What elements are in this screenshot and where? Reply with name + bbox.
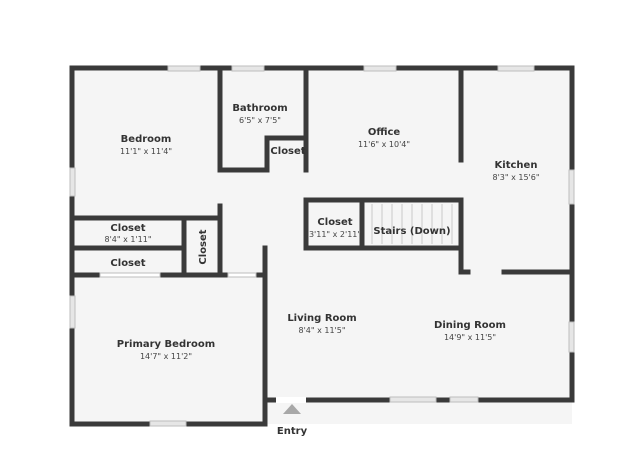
room-name-primary-bedroom: Primary Bedroom xyxy=(117,339,215,350)
window xyxy=(389,396,437,403)
window xyxy=(149,420,187,427)
entry-door-gap xyxy=(276,397,306,403)
label-lower-closet: Closet xyxy=(110,258,145,269)
window xyxy=(568,169,575,205)
room-name-small-closet: Closet xyxy=(317,217,352,228)
window xyxy=(363,65,397,72)
room-dims-bedroom-closet: 8'4" x 1'11" xyxy=(104,235,151,244)
label-stairs: Stairs (Down) xyxy=(373,226,450,237)
room-dims-kitchen: 8'3" x 15'6" xyxy=(492,173,539,182)
room-dims-bathroom: 6'5" x 7'5" xyxy=(239,116,281,125)
room-name-dining-room: Dining Room xyxy=(434,320,506,331)
room-dims-dining-room: 14'9" x 11'5" xyxy=(444,333,496,342)
window xyxy=(568,321,575,353)
room-dims-bedroom: 11'1" x 11'4" xyxy=(120,147,172,156)
label-bath-closet: Closet xyxy=(270,146,305,157)
room-dims-small-closet: 3'11" x 2'11" xyxy=(309,230,361,239)
window xyxy=(69,295,76,329)
stair-treads xyxy=(371,204,453,244)
room-name-office: Office xyxy=(368,127,401,138)
walls xyxy=(69,65,575,427)
room-name-bedroom-closet: Closet xyxy=(110,223,145,234)
window xyxy=(167,65,201,72)
label-vertical-closet: Closet xyxy=(198,229,209,264)
room-dims-living-room: 8'4" x 11'5" xyxy=(298,326,345,335)
window xyxy=(99,272,161,278)
window xyxy=(69,167,76,197)
room-name-kitchen: Kitchen xyxy=(495,160,538,171)
room-dims-primary-bedroom: 14'7" x 11'2" xyxy=(140,352,192,361)
entry-arrow-icon xyxy=(283,404,301,414)
window xyxy=(231,65,265,72)
windows xyxy=(69,65,575,427)
room-dims-office: 11'6" x 10'4" xyxy=(358,140,410,149)
window xyxy=(497,65,535,72)
label-entry: Entry xyxy=(277,426,308,437)
room-name-bathroom: Bathroom xyxy=(232,103,287,114)
window xyxy=(449,396,479,403)
room-name-living-room: Living Room xyxy=(287,313,356,324)
window xyxy=(227,272,257,278)
room-name-bedroom: Bedroom xyxy=(121,134,172,145)
